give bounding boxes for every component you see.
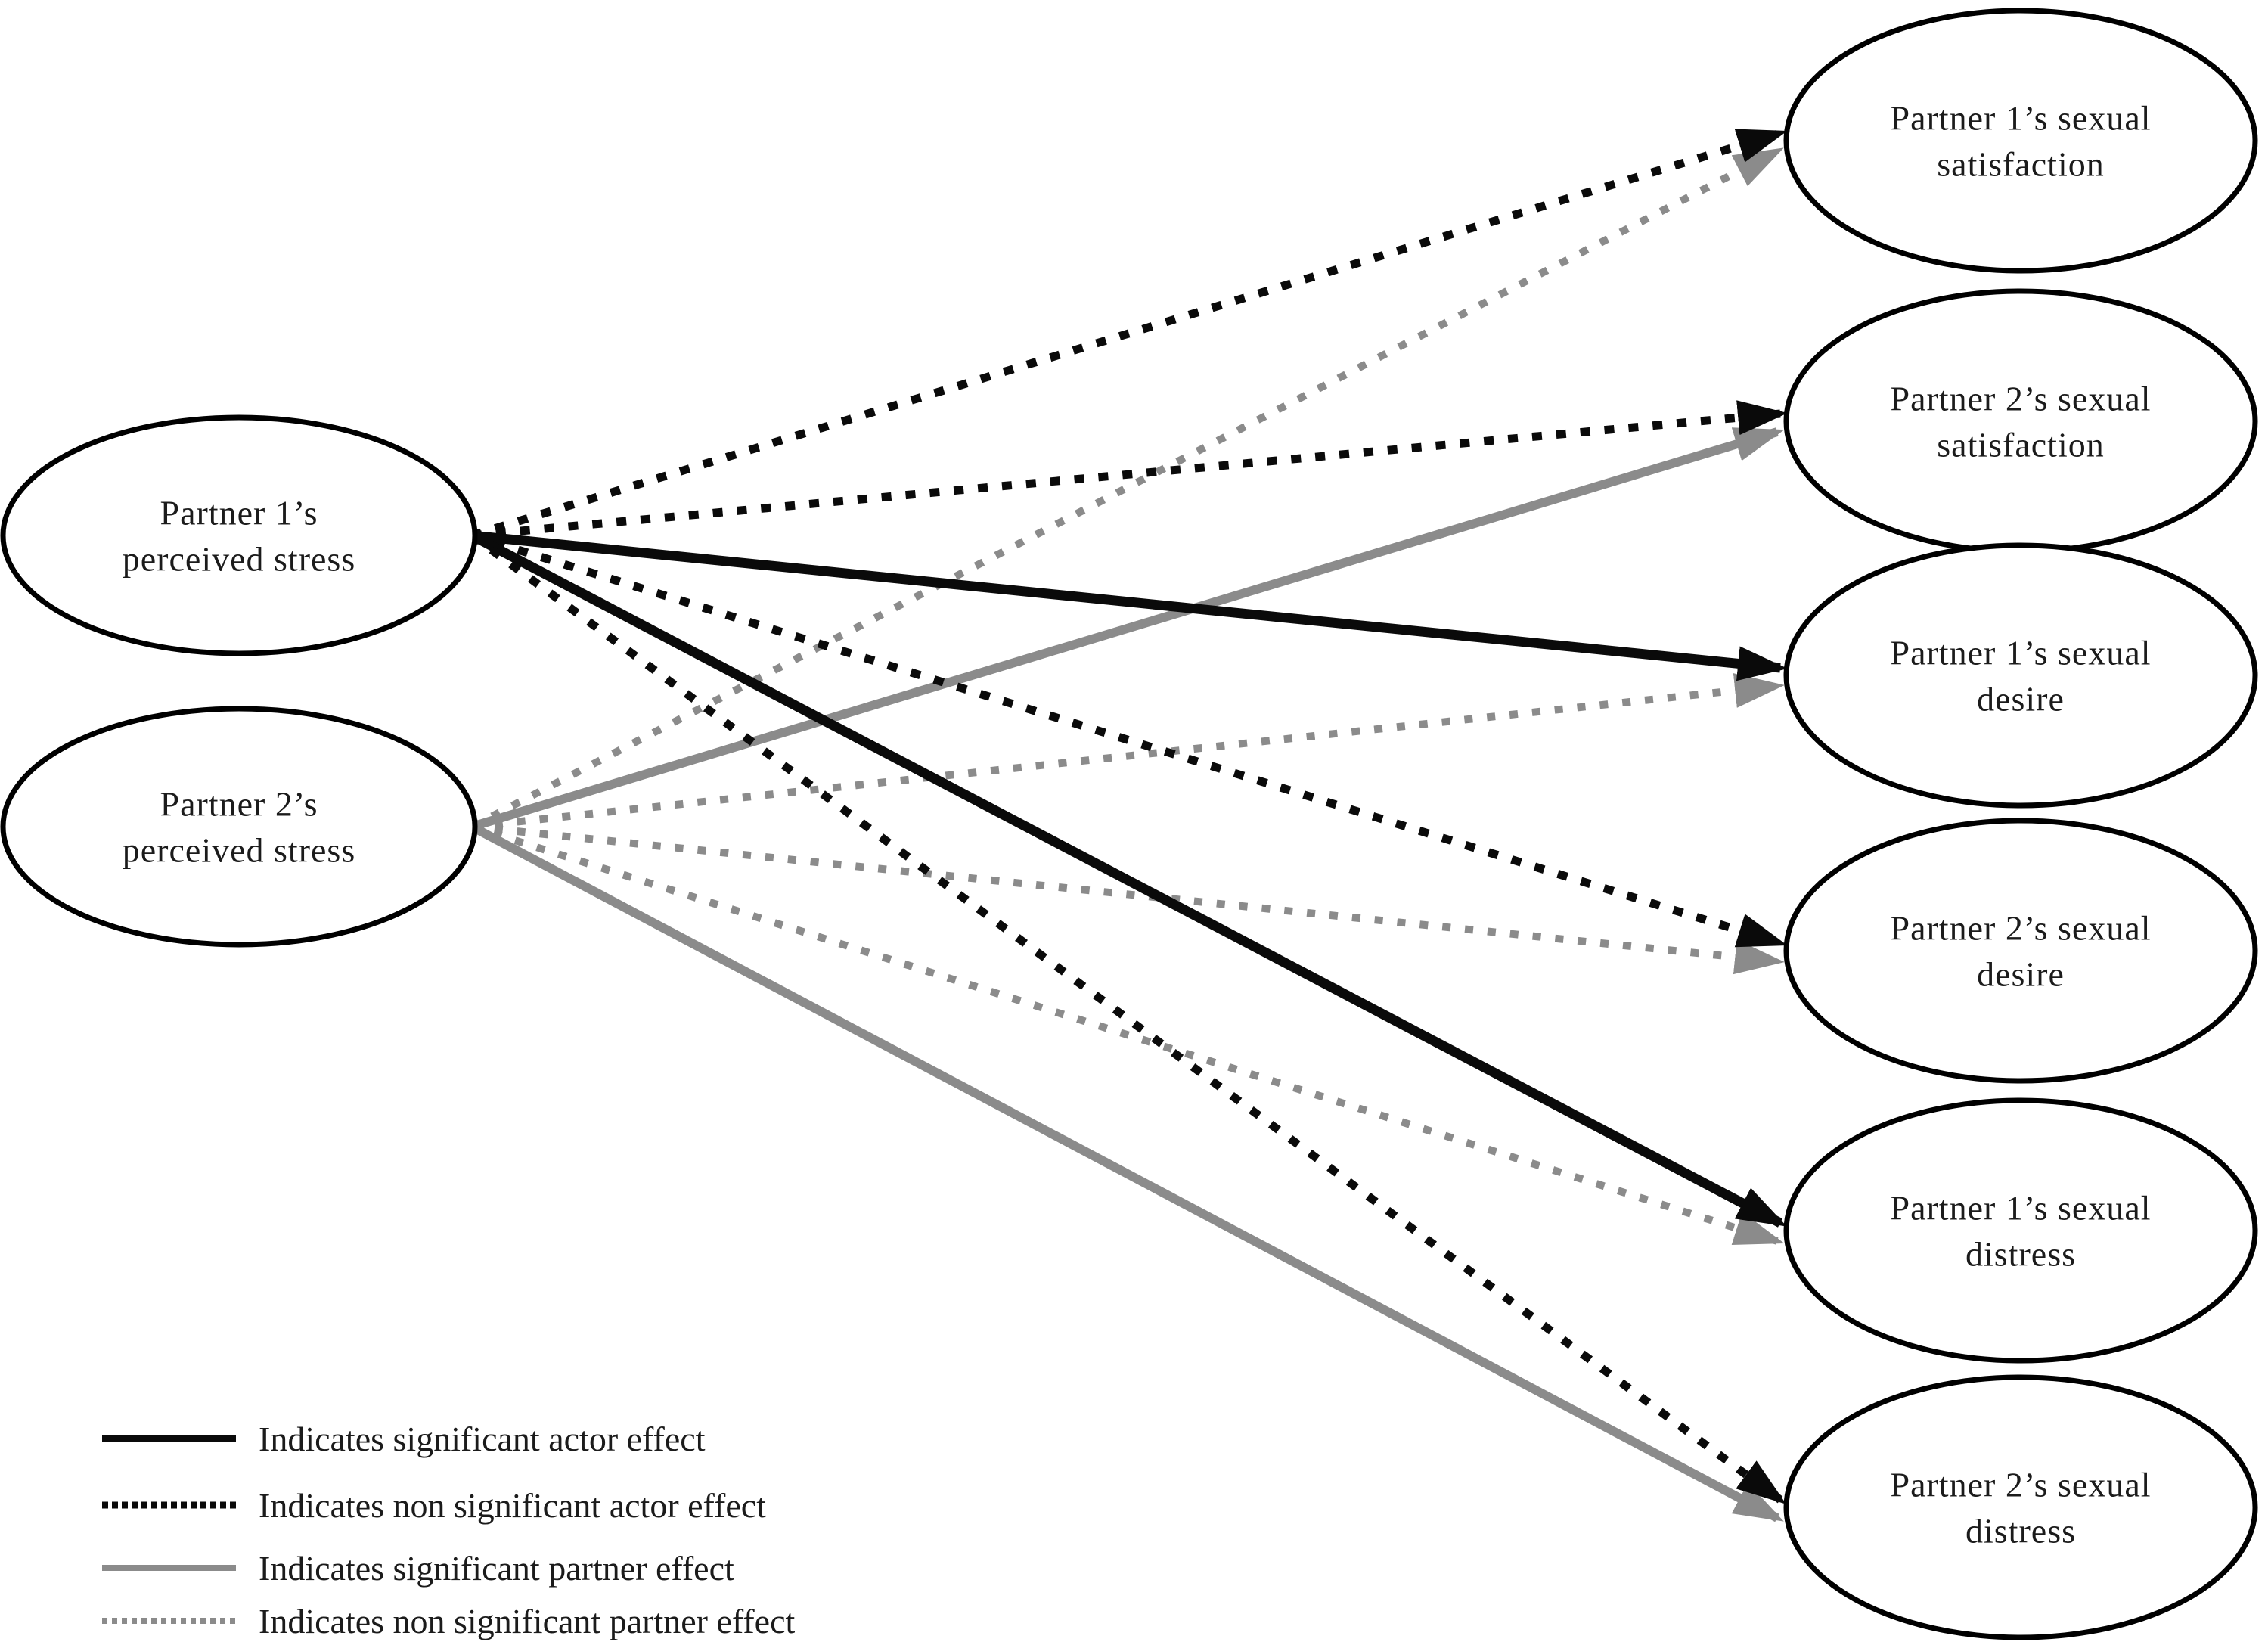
node-ellipse xyxy=(0,414,478,656)
edge-p2_stress-p1_desire xyxy=(471,673,1785,830)
node-p1_desire: Partner 1’s sexual desire xyxy=(1783,542,2258,809)
node-label: Partner 1’s xyxy=(160,494,318,532)
node-label: desire xyxy=(1977,680,2065,719)
node-ellipse xyxy=(0,706,478,948)
edge-p1_stress-p1_desire xyxy=(471,530,1788,681)
edge-p1_stress-p2_distress xyxy=(469,532,1787,1504)
node-ellipse xyxy=(1783,1097,2258,1364)
node-p2_satisfaction: Partner 2’s sexual satisfaction xyxy=(1783,288,2258,554)
edge-p1_stress-p1_satisfaction xyxy=(470,129,1788,540)
node-p1_satisfaction: Partner 1’s sexual satisfaction xyxy=(1783,8,2258,274)
node-ellipse xyxy=(1783,8,2258,274)
node-label: satisfaction xyxy=(1937,426,2105,464)
edge-p1_stress-p2_satisfaction xyxy=(471,400,1788,540)
node-label: Partner 2’s sexual xyxy=(1890,380,2151,418)
legend-label: Indicates significant partner effect xyxy=(259,1549,734,1588)
node-ellipse xyxy=(1783,288,2258,554)
node-label: perceived stress xyxy=(123,831,356,870)
node-p2_distress: Partner 2’s sexual distress xyxy=(1783,1374,2258,1640)
node-label: desire xyxy=(1977,955,2065,994)
node-label: Partner 2’s xyxy=(160,785,318,824)
node-label: Partner 2’s sexual xyxy=(1890,1466,2151,1504)
legend: Indicates significant actor effectIndica… xyxy=(102,1420,796,1640)
node-p2_stress: Partner 2’s perceived stress xyxy=(0,706,478,948)
legend-label: Indicates non significant partner effect xyxy=(259,1602,796,1640)
legend-label: Indicates significant actor effect xyxy=(259,1420,706,1458)
node-label: distress xyxy=(1965,1512,2076,1550)
node-ellipse xyxy=(1783,818,2258,1084)
node-p1_distress: Partner 1’s sexual distress xyxy=(1783,1097,2258,1364)
edge-p2_stress-p1_distress xyxy=(470,823,1785,1245)
edge-p1_stress-p2_desire xyxy=(470,531,1788,948)
node-p2_desire: Partner 2’s sexual desire xyxy=(1783,818,2258,1084)
edge-p1_stress-p1_distress xyxy=(469,531,1787,1228)
edge-p2_stress-p2_distress xyxy=(470,822,1784,1522)
edge-p2_stress-p2_satisfaction xyxy=(470,427,1785,831)
legend-label: Indicates non significant actor effect xyxy=(259,1486,766,1525)
legend-row: Indicates significant partner effect xyxy=(102,1549,734,1588)
node-ellipse xyxy=(1783,542,2258,809)
legend-row: Indicates non significant partner effect xyxy=(102,1602,796,1640)
node-label: Partner 2’s sexual xyxy=(1890,909,2151,948)
node-ellipse xyxy=(1783,1374,2258,1640)
node-label: perceived stress xyxy=(123,540,356,579)
legend-row: Indicates non significant actor effect xyxy=(102,1486,766,1525)
node-label: Partner 1’s sexual xyxy=(1890,634,2151,672)
edge-p2_stress-p2_desire xyxy=(471,823,1785,975)
legend-row: Indicates significant actor effect xyxy=(102,1420,706,1458)
node-label: Partner 1’s sexual xyxy=(1890,1189,2151,1228)
node-label: Partner 1’s sexual xyxy=(1890,99,2151,138)
node-label: satisfaction xyxy=(1937,145,2105,184)
node-label: distress xyxy=(1965,1235,2076,1274)
node-p1_stress: Partner 1’s perceived stress xyxy=(0,414,478,656)
